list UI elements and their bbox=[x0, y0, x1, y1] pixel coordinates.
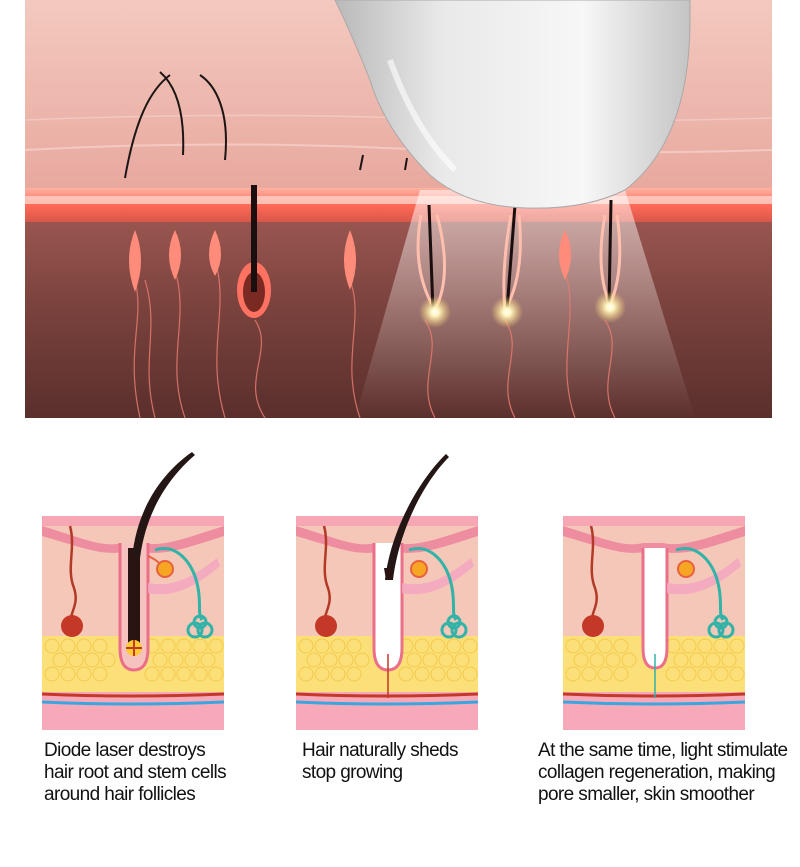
hair-follicle-icon bbox=[372, 543, 404, 698]
caption-line: around hair follicles bbox=[44, 784, 196, 805]
sebaceous-gland-icon bbox=[410, 560, 428, 578]
hair-follicle-icon bbox=[129, 230, 141, 292]
blood-vessel-icon bbox=[42, 700, 224, 706]
sebaceous-gland-icon bbox=[677, 560, 695, 578]
blood-vessel-icon bbox=[582, 615, 604, 637]
follicle-diagram-destroy bbox=[42, 452, 224, 730]
laser-glow bbox=[419, 296, 451, 328]
hair-follicle-icon bbox=[344, 230, 356, 290]
hair-follicle-icon bbox=[237, 185, 271, 318]
caption-regenerate: At the same time, light stimulate collag… bbox=[538, 740, 788, 806]
sweat-gland-icon bbox=[186, 614, 214, 639]
hair-follicle-icon bbox=[641, 548, 669, 698]
hair-shaft bbox=[132, 452, 195, 558]
caption-line: Hair naturally sheds bbox=[302, 740, 459, 761]
caption-destroy: Diode laser destroys hair root and stem … bbox=[44, 740, 227, 806]
caption-line: collagen regeneration, making bbox=[538, 762, 776, 783]
blood-vessel-icon bbox=[315, 615, 337, 637]
blood-vessel-icon bbox=[296, 692, 478, 698]
hair-shaft bbox=[385, 454, 449, 580]
sebaceous-gland-icon bbox=[156, 560, 174, 578]
hair-follicle-icon bbox=[209, 230, 221, 276]
blood-vessel-icon bbox=[296, 700, 478, 706]
caption-line: stop growing bbox=[302, 762, 403, 783]
hair-follicle-icon bbox=[169, 230, 181, 280]
caption-line: pore smaller, skin smoother bbox=[538, 784, 755, 805]
caption-line: hair root and stem cells bbox=[44, 762, 227, 783]
follicle-diagram-shed bbox=[296, 454, 478, 730]
blood-vessel-icon bbox=[563, 700, 745, 706]
caption-line: Diode laser destroys bbox=[44, 740, 206, 761]
caption-shed: Hair naturally sheds stop growing bbox=[302, 740, 459, 784]
laser-glow bbox=[594, 291, 626, 323]
blood-vessel-icon bbox=[42, 692, 224, 698]
sweat-gland-icon bbox=[440, 614, 468, 639]
follicle-diagram-regenerate bbox=[563, 516, 745, 730]
laser-skin-illustration bbox=[25, 0, 772, 418]
hair-follicle-icon bbox=[559, 230, 571, 280]
blood-vessel-icon bbox=[563, 692, 745, 698]
laser-glow bbox=[491, 296, 523, 328]
sweat-gland-icon bbox=[707, 614, 735, 639]
caption-line: At the same time, light stimulate bbox=[538, 740, 788, 761]
laser-device-icon bbox=[334, 0, 691, 209]
hair-follicle-icon bbox=[118, 543, 150, 672]
blood-vessel-icon bbox=[61, 615, 83, 637]
